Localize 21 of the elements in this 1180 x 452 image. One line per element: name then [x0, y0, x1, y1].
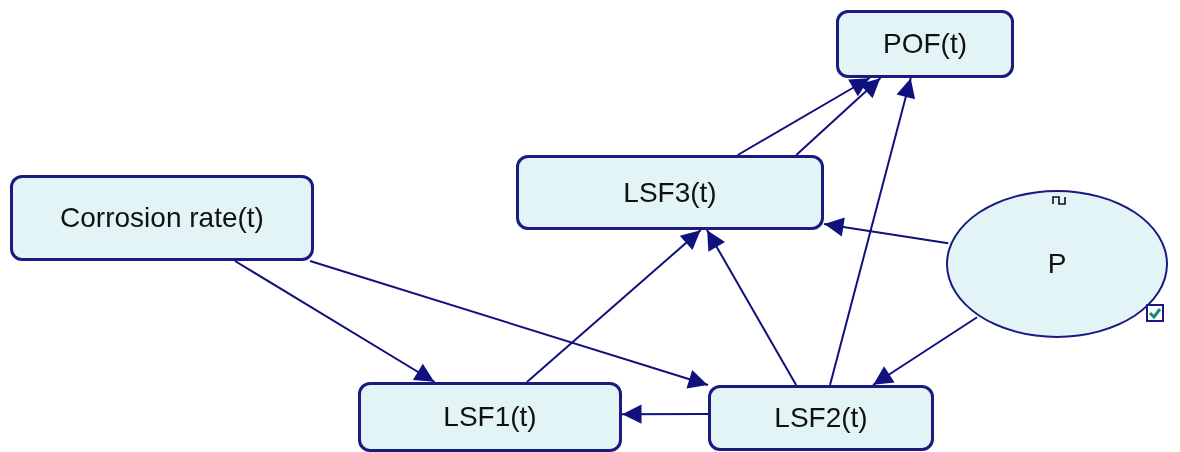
- node-label: LSF1(t): [443, 401, 537, 433]
- rounded-box: [836, 10, 1014, 78]
- arrow: [621, 404, 709, 424]
- arrow: [829, 77, 916, 386]
- rounded-box: [358, 382, 622, 452]
- rounded-box: [708, 385, 934, 451]
- arrow: [309, 260, 709, 389]
- rounded-box: [516, 155, 824, 230]
- arrow: [233, 260, 436, 383]
- node-label: LSF2(t): [774, 402, 868, 434]
- node-label: P: [1047, 248, 1067, 280]
- arrow: [823, 217, 950, 245]
- arrow: [705, 229, 798, 386]
- arrow: [525, 229, 702, 383]
- arrow: [736, 77, 871, 156]
- node-label: LSF3(t): [623, 176, 717, 209]
- arrow: [795, 77, 882, 156]
- node-label: Corrosion rate(t): [60, 202, 264, 234]
- rounded-box: [10, 175, 314, 261]
- arrow: [872, 316, 979, 386]
- node-label: POF(t): [883, 28, 967, 60]
